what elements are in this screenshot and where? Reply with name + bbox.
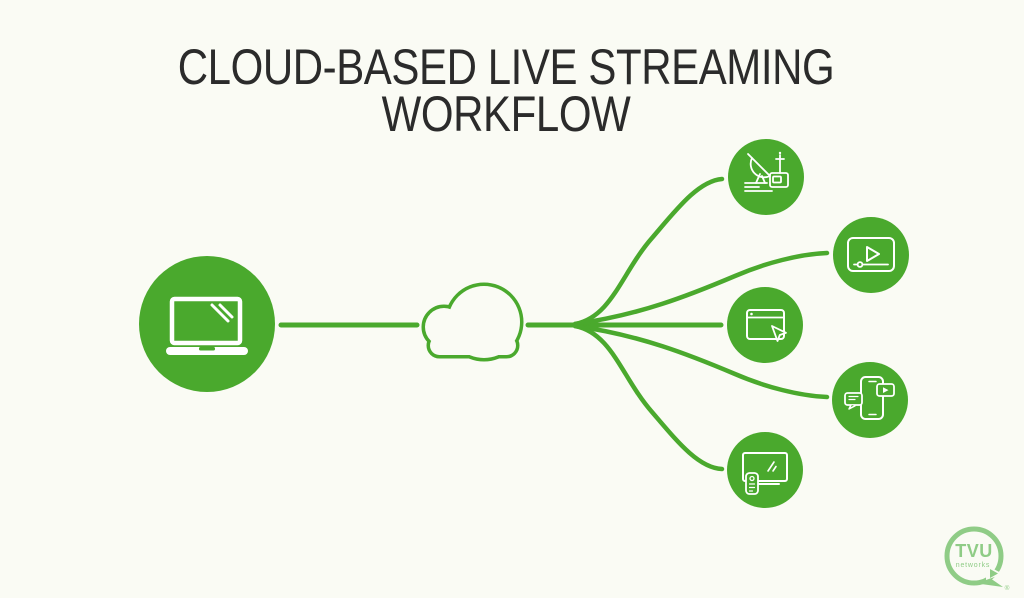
connectors [278,176,830,472]
connector-cloud-satellite [572,176,725,327]
destination-circle [727,287,803,363]
page-title: CLOUD-BASED LIVE STREAMING WORKFLOW [81,39,931,142]
connector-cloud-tv [572,323,725,472]
logo-circle [944,526,1004,586]
node-satellite-truck [728,139,804,215]
page-title-line1: CLOUD-BASED LIVE STREAMING [177,39,835,95]
logo-subtext: networks [956,562,990,569]
logo-registered-mark: ® [1005,584,1010,592]
logo-brand-text: TVU [955,541,993,561]
laptop-icon [166,296,248,355]
node-mobile [832,362,908,438]
destination-circle [832,362,908,438]
connector-cloud-mobile [572,323,830,400]
cloud-icon [421,282,524,362]
page-title-line2: WORKFLOW [381,86,631,142]
tvu-networks-logo: TVU networks ® [944,526,1010,592]
browser-window-cursor-icon [746,309,787,342]
logo-play-icon [990,569,998,578]
satellite-uplink-truck-icon [744,151,789,192]
connector-cloud-player [572,250,830,327]
logo-bubble-tail [981,578,1003,587]
node-laptop-source [139,256,275,392]
video-player-icon [847,237,895,272]
tv-remote-icon [742,452,788,495]
node-browser [727,287,803,363]
destination-circle [727,432,803,508]
node-video-player [833,217,909,293]
source-circle [139,256,275,392]
node-tv [727,432,803,508]
mobile-streaming-icon [844,376,895,420]
destination-circle [833,217,909,293]
